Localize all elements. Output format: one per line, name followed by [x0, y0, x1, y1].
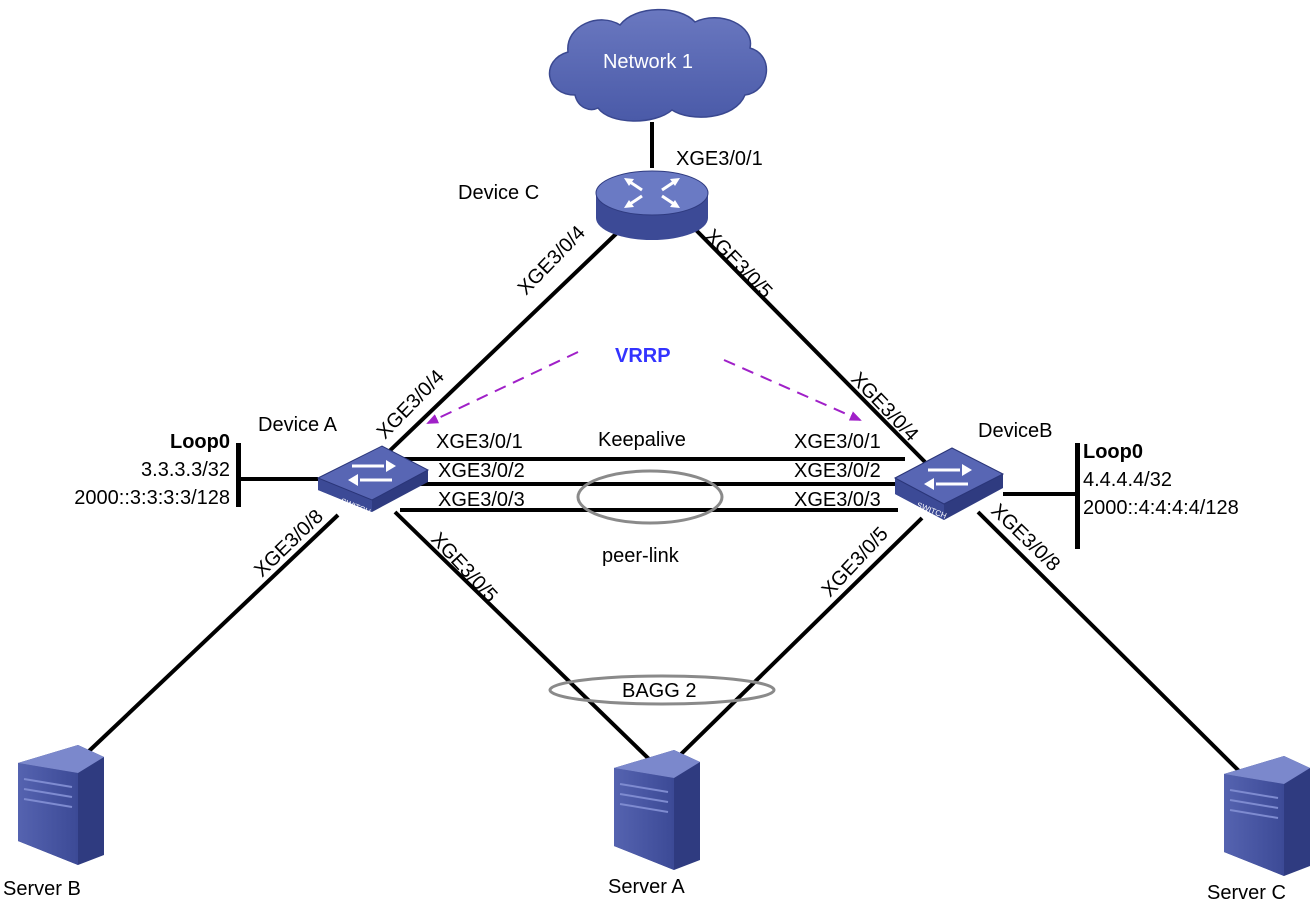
server-icon-b — [18, 745, 104, 865]
peer-link-label: peer-link — [602, 545, 680, 567]
vrrp-label: VRRP — [615, 345, 671, 367]
loop0-bar-b — [1075, 443, 1080, 549]
device-b-label: DeviceB — [978, 420, 1052, 442]
peer-link-ellipse — [576, 469, 724, 525]
port-c-right: XGE3/0/5 — [700, 225, 776, 303]
vrrp-arrow-left — [426, 351, 579, 424]
switch-icon-b: SWITCH — [893, 447, 1005, 521]
port-b-server-a: XGE3/0/5 — [818, 523, 893, 601]
server-icon-a — [614, 750, 700, 870]
bagg-label: BAGG 2 — [622, 680, 696, 702]
port-b-server-c: XGE3/0/8 — [987, 500, 1065, 576]
bagg-ellipse — [548, 674, 776, 706]
vrrp-arrow-right — [723, 359, 862, 421]
loop0-b-ipv6: 2000::4:4:4:4/128 — [1083, 497, 1239, 519]
port-b-p3: XGE3/0/3 — [794, 489, 881, 511]
loop0-a-name: Loop0 — [170, 431, 230, 453]
link-deviceb-servera — [673, 516, 924, 762]
device-c-label: Device C — [458, 182, 539, 204]
port-a-p1: XGE3/0/1 — [436, 431, 523, 453]
router-icon — [595, 170, 709, 240]
server-a-label: Server A — [608, 876, 685, 898]
link-deviceb-serverc — [976, 510, 1242, 774]
server-c-label: Server C — [1207, 882, 1286, 904]
network-cloud-icon — [548, 8, 767, 122]
port-c-left: XGE3/0/4 — [514, 222, 590, 300]
link-devicec-deviceb — [690, 224, 927, 464]
loop0-b-name: Loop0 — [1083, 441, 1143, 463]
link-devicea-serverb — [86, 513, 340, 754]
keepalive-label: Keepalive — [598, 429, 686, 451]
port-a-p2: XGE3/0/2 — [438, 460, 525, 482]
loop0-bar-a — [236, 443, 241, 507]
server-b-label: Server B — [3, 878, 81, 900]
loop0-a-ipv4: 3.3.3.3/32 — [141, 459, 230, 481]
port-a-p3: XGE3/0/3 — [438, 489, 525, 511]
port-a-server-b: XGE3/0/8 — [250, 506, 328, 582]
port-a-server-a: XGE3/0/5 — [426, 528, 501, 606]
link-devicec-devicea — [376, 230, 620, 464]
server-icon-c — [1224, 756, 1310, 876]
port-b-p1: XGE3/0/1 — [794, 431, 881, 453]
network-label: Network 1 — [603, 51, 693, 73]
port-c-up: XGE3/0/1 — [676, 148, 763, 170]
loop0-b-ipv4: 4.4.4.4/32 — [1083, 469, 1172, 491]
port-b-p2: XGE3/0/2 — [794, 460, 881, 482]
device-a-label: Device A — [258, 414, 338, 436]
link-devicea-servera — [393, 510, 652, 762]
loop0-a-ipv6: 2000::3:3:3:3/128 — [74, 487, 230, 509]
links — [86, 122, 1242, 774]
switch-icon-a: SWITCH — [316, 445, 430, 517]
